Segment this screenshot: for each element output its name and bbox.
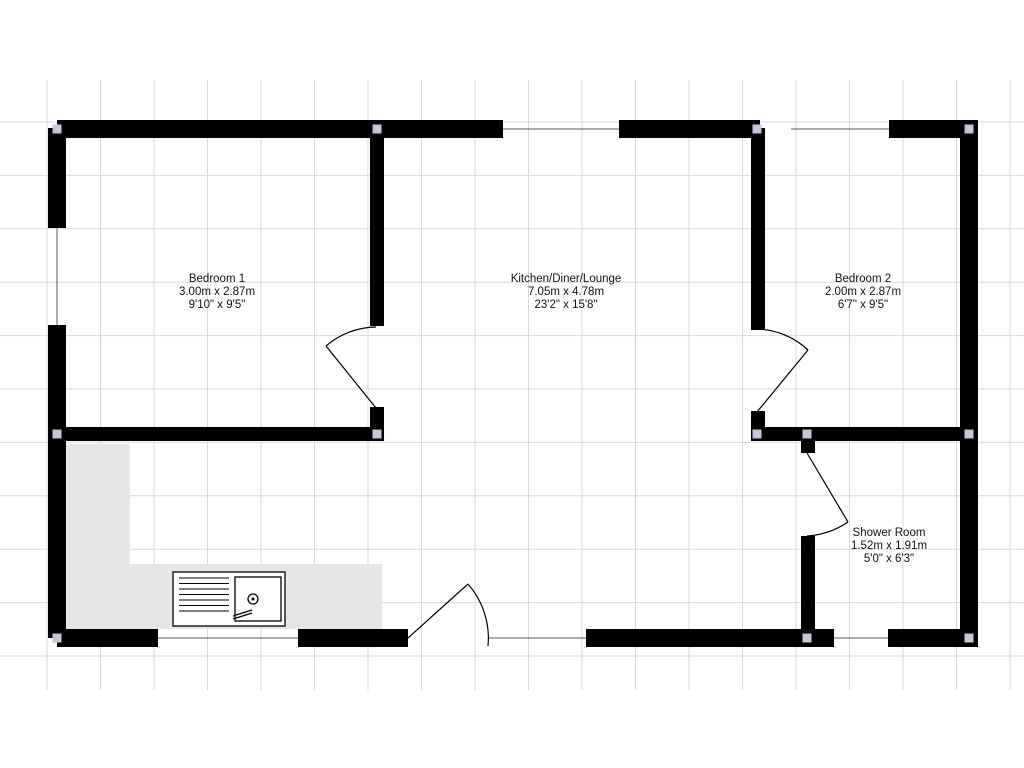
wall-junction-node xyxy=(372,429,382,439)
wall-segment xyxy=(888,629,978,647)
room-label-bedroom-1: Bedroom 1 3.00m x 2.87m 9'10" x 9'5" xyxy=(179,273,255,312)
wall-junction-node xyxy=(372,124,382,134)
room-size-imperial: 9'10" x 9'5" xyxy=(188,299,246,311)
wall-junction-node xyxy=(52,633,62,643)
kitchen-worktop xyxy=(66,444,382,629)
room-size-imperial: 5'0" x 6'3" xyxy=(863,553,915,565)
wall-segment xyxy=(751,427,977,441)
wall-segment xyxy=(960,128,978,638)
wall-junction-node xyxy=(964,429,974,439)
background-grid xyxy=(0,80,1024,690)
room-size-imperial: 6'7" x 9'5" xyxy=(837,299,889,311)
entrance-door xyxy=(407,583,489,647)
wall-junction-node xyxy=(802,429,812,439)
wall-segment xyxy=(298,629,408,647)
wall-segment xyxy=(801,536,815,638)
room-size-metric: 3.00m x 2.87m xyxy=(178,286,256,298)
wall-segment xyxy=(370,128,384,326)
wall-junctions xyxy=(52,124,974,643)
wall-segment xyxy=(57,120,503,138)
wall-segment xyxy=(751,128,765,330)
walls xyxy=(48,120,978,647)
doors xyxy=(325,326,849,647)
wall-junction-node xyxy=(52,429,62,439)
shower-room-door xyxy=(806,452,849,537)
kitchen-sink-icon xyxy=(172,571,286,627)
wall-segment xyxy=(48,128,66,228)
room-name: Bedroom 2 xyxy=(834,273,892,285)
room-name: Bedroom 1 xyxy=(188,273,246,285)
wall-junction-node xyxy=(752,124,762,134)
wall-junction-node xyxy=(802,633,812,643)
room-label-shower-room: Shower Room 1.52m x 1.91m 5'0" x 6'3" xyxy=(851,527,927,566)
room-name: Shower Room xyxy=(852,527,926,539)
bedroom-1-door xyxy=(325,326,377,409)
windows-and-openings xyxy=(56,128,889,639)
room-size-metric: 7.05m x 4.78m xyxy=(527,286,605,298)
wall-segment xyxy=(619,120,760,138)
room-label-bedroom-2: Bedroom 2 2.00m x 2.87m 6'7" x 9'5" xyxy=(825,273,901,312)
wall-junction-node xyxy=(52,124,62,134)
room-size-imperial: 23'2" x 15'8" xyxy=(534,299,598,311)
room-size-metric: 1.52m x 1.91m xyxy=(850,540,928,552)
wall-junction-node xyxy=(752,429,762,439)
room-name: Kitchen/Diner/Lounge xyxy=(510,273,622,285)
wall-segment xyxy=(586,629,834,647)
wall-segment xyxy=(57,427,384,441)
room-label-kitchen-diner-lounge: Kitchen/Diner/Lounge 7.05m x 4.78m 23'2"… xyxy=(511,273,622,312)
wall-segment xyxy=(889,120,978,138)
wall-junction-node xyxy=(964,124,974,134)
wall-segment xyxy=(57,629,158,647)
bedroom-2-door xyxy=(756,328,809,413)
wall-segment xyxy=(48,325,66,638)
room-size-metric: 2.00m x 2.87m xyxy=(824,286,902,298)
wall-junction-node xyxy=(964,633,974,643)
